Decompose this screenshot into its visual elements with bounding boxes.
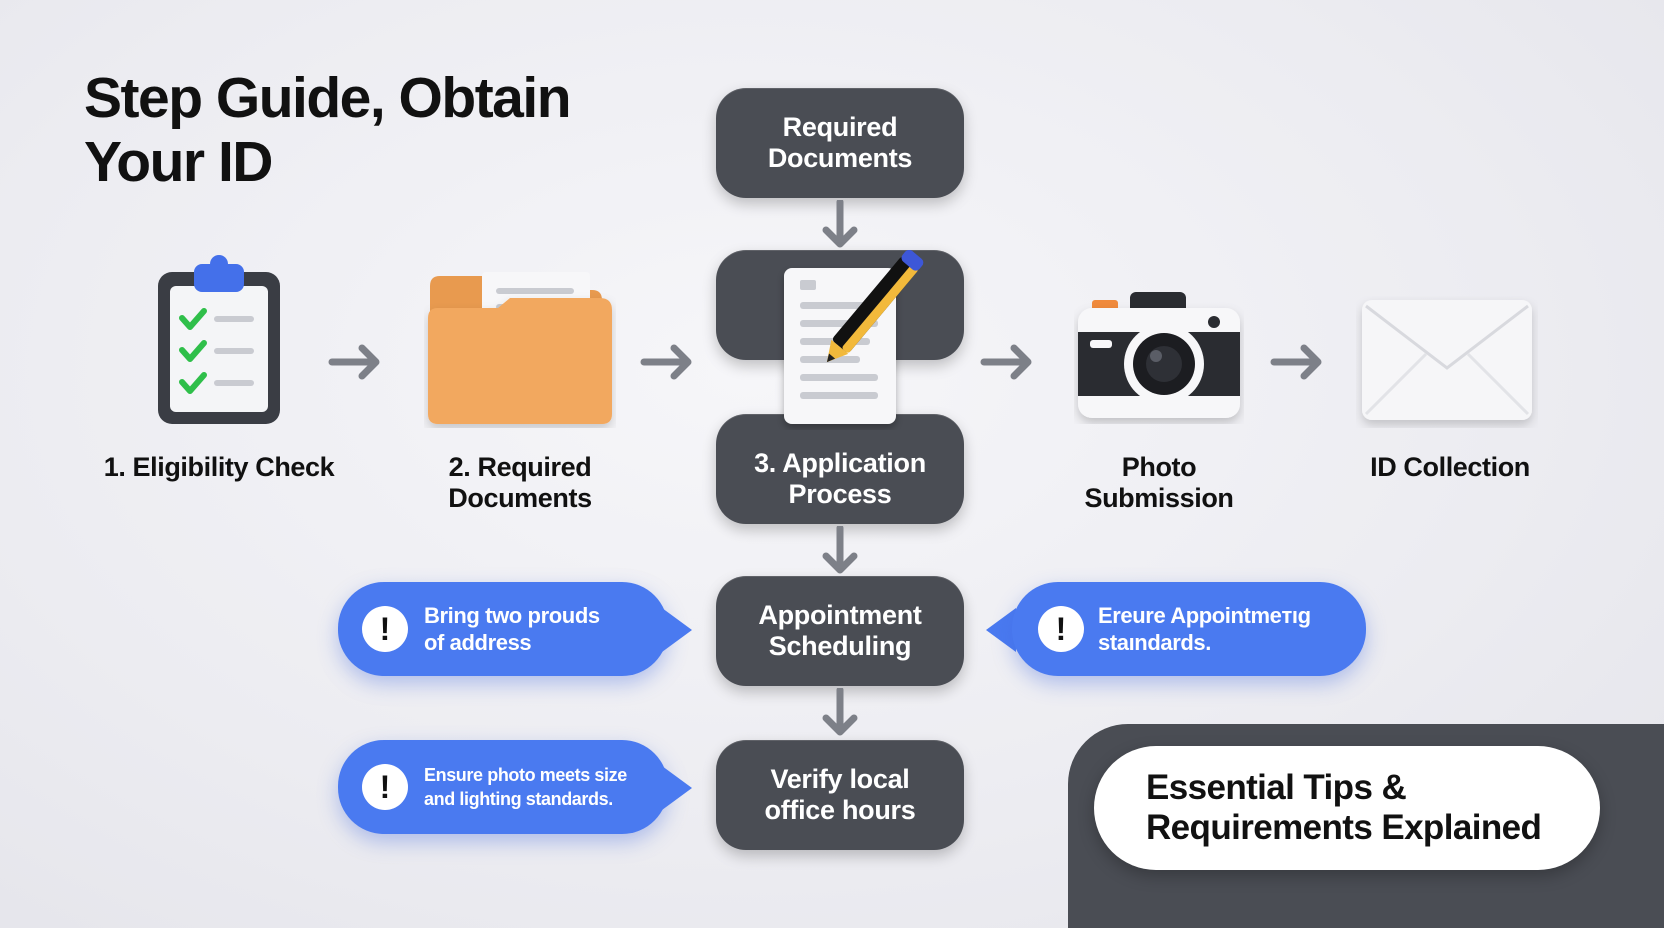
- callout-appointment-tail: [986, 608, 1016, 652]
- callout-photo-standards: ! Ensure photo meets size and lighting s…: [338, 740, 668, 834]
- arrow-down-icon: [822, 526, 858, 574]
- step-documents-label: 2. Required Documents: [448, 452, 592, 513]
- flow-application-process-label: 3. Application Process: [754, 448, 926, 509]
- flow-appointment-scheduling: Appointment Scheduling: [716, 576, 964, 686]
- arrow-right-icon: [980, 344, 1032, 380]
- callout-photo-tail: [662, 766, 692, 810]
- page-title: Step Guide, Obtain Your ID: [84, 66, 572, 194]
- tips-card: Essential Tips & Requirements Explained: [1094, 746, 1600, 870]
- arrow-down-icon: [822, 688, 858, 736]
- exclamation-icon: !: [362, 606, 408, 652]
- callout-address-text: Bring two prouds of address: [424, 603, 600, 655]
- step-collection-label: ID Collection: [1370, 452, 1530, 482]
- exclamation-icon: !: [362, 764, 408, 810]
- callout-address: ! Bring two prouds of address: [338, 582, 668, 676]
- callout-address-tail: [662, 608, 692, 652]
- arrow-right-icon: [640, 344, 692, 380]
- document-pen-icon: [784, 250, 924, 424]
- arrow-right-icon: [328, 344, 380, 380]
- folder-icon: [428, 272, 612, 424]
- envelope-icon: [1362, 300, 1532, 420]
- flow-required-documents-label: Required Documents: [767, 112, 913, 173]
- arrow-right-icon: [1270, 344, 1322, 380]
- callout-appointment-text: Ereure Appointmeтıg staındards.: [1098, 603, 1311, 655]
- step-photo-label: Photo Submission: [1084, 452, 1234, 513]
- camera-icon: [1078, 292, 1240, 418]
- exclamation-icon: !: [1038, 606, 1084, 652]
- flow-verify-office-hours: Verify local office hours: [716, 740, 964, 850]
- clipboard-checklist-icon: [158, 255, 280, 424]
- arrow-down-icon: [822, 200, 858, 248]
- callout-photo-text: Ensure photo meets size and lighting sta…: [424, 765, 627, 809]
- flow-appointment-label: Appointment Scheduling: [758, 600, 922, 661]
- step-eligibility-label: 1. Eligibility Check: [103, 452, 335, 482]
- callout-appointment: ! Ereure Appointmeтıg staındards.: [1012, 582, 1366, 676]
- flow-required-documents: Required Documents: [716, 88, 964, 198]
- tips-title: Essential Tips & Requirements Explained: [1146, 768, 1542, 847]
- flow-verify-label: Verify local office hours: [764, 764, 916, 825]
- flow-application-process: 3. Application Process: [716, 414, 964, 524]
